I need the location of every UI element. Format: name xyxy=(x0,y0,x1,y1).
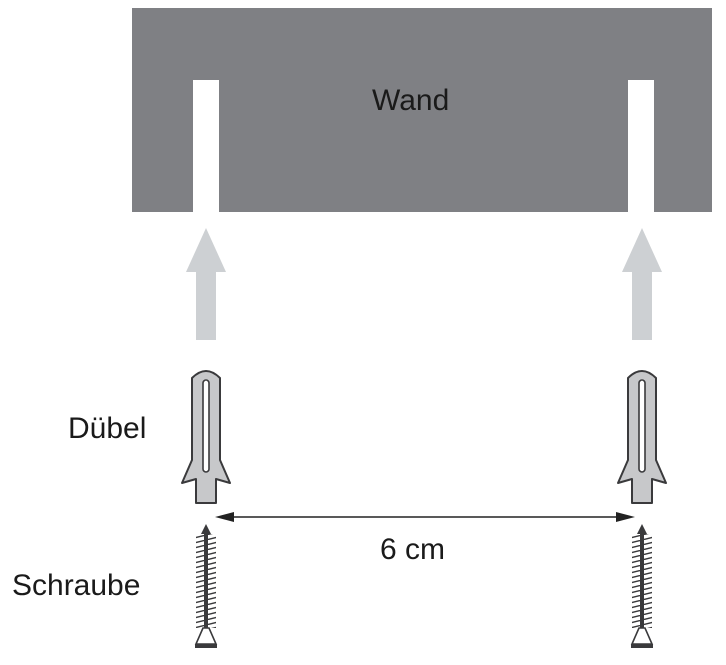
distance-label: 6 cm xyxy=(380,533,446,566)
dowel-right xyxy=(617,370,667,504)
dowel-label: Dübel xyxy=(68,412,147,445)
dimension-line xyxy=(215,512,635,522)
insert-arrow-right xyxy=(622,228,662,340)
dowel-left xyxy=(181,370,231,504)
wall xyxy=(132,8,712,212)
insert-arrow-left xyxy=(186,228,226,340)
screw-label: Schraube xyxy=(12,569,141,602)
screw-left xyxy=(194,524,218,648)
screw-right xyxy=(630,524,654,648)
wall-label: Wand xyxy=(372,84,450,117)
